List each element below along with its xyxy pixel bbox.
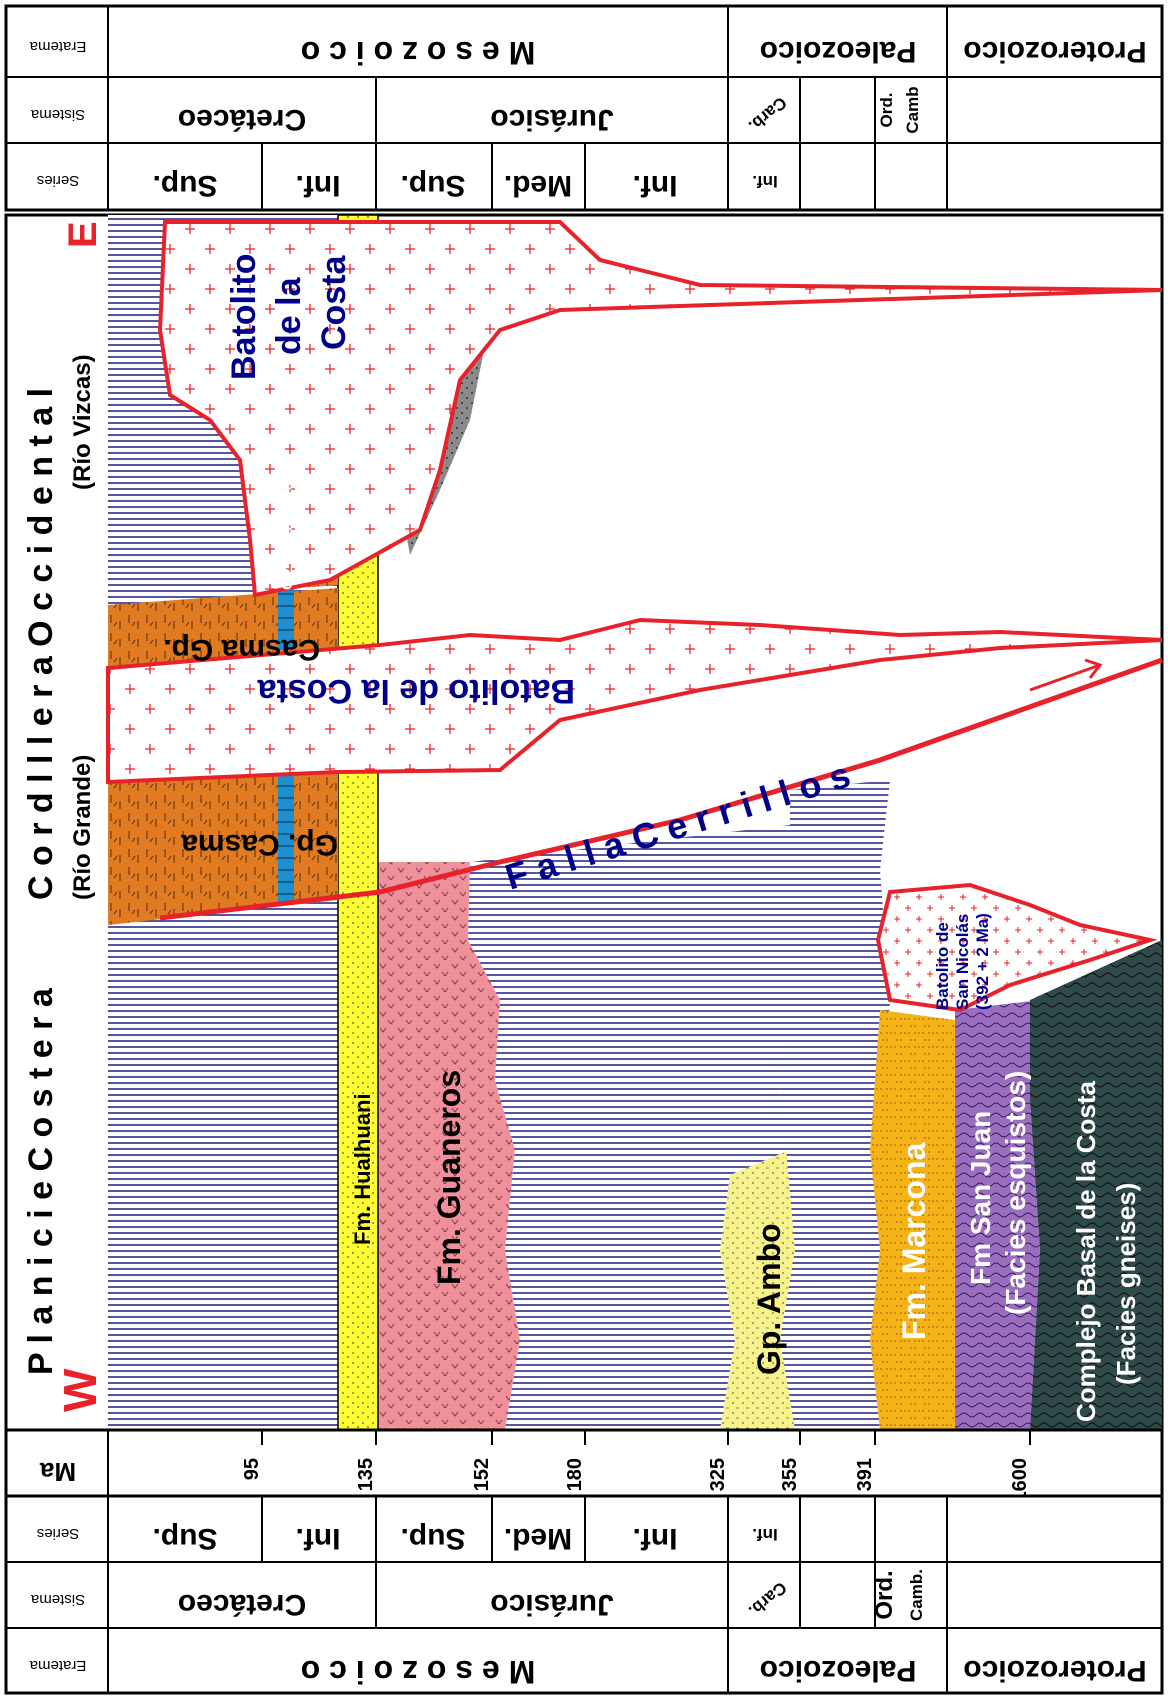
diagram-body: W E P l a n i c i e C o s t e r a C o r … bbox=[6, 215, 1162, 1430]
top-system-camb: Camb bbox=[903, 86, 922, 133]
age-325: 325 bbox=[707, 1458, 729, 1491]
san-juan-label-1: Fm San Juan bbox=[965, 1111, 996, 1285]
bottom-system-label: Sistema bbox=[30, 1591, 85, 1608]
batolito-upper-label-3: Costa bbox=[315, 254, 353, 350]
bottom-series-med-jur: Med. bbox=[504, 1522, 572, 1555]
bottom-series-sup-cret: Sup. bbox=[153, 1522, 218, 1555]
top-erathem-mesozoico: M e s o z o i c o bbox=[301, 35, 536, 71]
bottom-system-jurasico: Jurásico bbox=[490, 1588, 613, 1621]
top-erathem-label: Eratema bbox=[29, 38, 86, 55]
bottom-series-inf-carb: Inf. bbox=[752, 1525, 778, 1544]
bottom-series-inf-cret: Inf. bbox=[296, 1522, 341, 1555]
marcona-label: Fm. Marcona bbox=[896, 1142, 932, 1340]
age-unit-label: Ma bbox=[39, 1457, 76, 1487]
san-juan-label-2: (Facies esquistos) bbox=[1000, 1071, 1031, 1315]
top-series-sup-cret: Sup. bbox=[153, 169, 218, 202]
top-series-inf-cret: Inf. bbox=[296, 169, 341, 202]
pariatambo-label: Clz Pariatambo bbox=[279, 482, 296, 590]
bottom-erathem-proterozoico: Proterozoico bbox=[963, 1654, 1146, 1687]
complejo-label-2: (Facies gneises) bbox=[1111, 1183, 1141, 1385]
top-series-label: Series bbox=[37, 172, 80, 189]
top-system-label: Sistema bbox=[30, 106, 85, 123]
san-nicolas-label-2: San Nicolás bbox=[953, 914, 972, 1010]
bottom-series-inf-jur: Inf. bbox=[633, 1522, 678, 1555]
bottom-system-cretaceo: Cretáceo bbox=[178, 1588, 306, 1621]
rio-vizcas-label: (Río Vizcas) bbox=[69, 354, 96, 490]
bottom-header: Series Sistema Eratema Sup. Inf. Sup. Me… bbox=[6, 1496, 1162, 1693]
batolito-upper-label-2: de la bbox=[270, 276, 308, 355]
bottom-system-ord: Ord. bbox=[871, 1570, 898, 1619]
cordillera-occidental-label: C o r d l l l e r a O c c i d e n t a l bbox=[22, 388, 60, 900]
east-label: E bbox=[61, 221, 105, 248]
casma-upper-label: Casma Gp. bbox=[163, 633, 320, 666]
san-nicolas-label-1: Batolito de bbox=[933, 922, 952, 1010]
bottom-series-label: Series bbox=[37, 1525, 80, 1542]
batolito-upper-label-1: Batolito bbox=[225, 253, 263, 380]
rio-grande-label: (Río Grande) bbox=[69, 755, 96, 900]
complejo-label-1: Complejo Basal de la Costa bbox=[1071, 1080, 1101, 1422]
hualhuani-label: Fm. Hualhuani bbox=[350, 1093, 375, 1245]
guaneros-label: Fm. Guaneros bbox=[431, 1070, 467, 1285]
top-system-ord: Ord. bbox=[877, 93, 896, 128]
age-391: 391 bbox=[854, 1458, 876, 1491]
bottom-erathem-label: Eratema bbox=[29, 1657, 86, 1674]
planicie-costera-label: P l a n i c i e C o s t e r a bbox=[22, 987, 60, 1375]
top-erathem-paleozoico: Paleozoico bbox=[760, 35, 917, 68]
bottom-series-sup-jur: Sup. bbox=[401, 1522, 466, 1555]
west-label: W bbox=[54, 1368, 106, 1412]
top-header: Eratema Sistema Series M e s o z o i c o… bbox=[0, 0, 1168, 215]
age-152: 152 bbox=[471, 1458, 493, 1491]
age-180: 180 bbox=[564, 1458, 586, 1491]
bottom-erathem-paleozoico: Paleozoico bbox=[760, 1654, 917, 1687]
top-series-med-jur: Med. bbox=[504, 169, 572, 202]
age-95: 95 bbox=[241, 1458, 263, 1480]
casma-lower-label: Gp. Casma bbox=[181, 828, 338, 861]
bottom-system-camb: Camb. bbox=[907, 1569, 926, 1621]
age-scale: Ma 95 135 152 180 325 355 391 1600 bbox=[6, 1430, 1162, 1503]
age-135: 135 bbox=[355, 1458, 377, 1491]
bottom-erathem-mesozoico: M e s o z o i c o bbox=[301, 1654, 536, 1690]
top-series-sup-jur: Sup. bbox=[401, 169, 466, 202]
top-series-inf-jur: Inf. bbox=[633, 169, 678, 202]
top-series-inf-carb: Inf. bbox=[752, 172, 778, 191]
age-355: 355 bbox=[779, 1458, 801, 1491]
san-nicolas-label-3: (392 + 2 Ma) bbox=[973, 913, 992, 1010]
ambo-label: Gp. Ambo bbox=[751, 1223, 787, 1375]
top-system-cretaceo: Cretáceo bbox=[178, 103, 306, 136]
top-system-jurasico: Jurásico bbox=[490, 103, 613, 136]
top-erathem-proterozoico: Proterozoico bbox=[963, 35, 1146, 68]
batolito-middle-label: Batolito de la Costa bbox=[257, 672, 575, 710]
